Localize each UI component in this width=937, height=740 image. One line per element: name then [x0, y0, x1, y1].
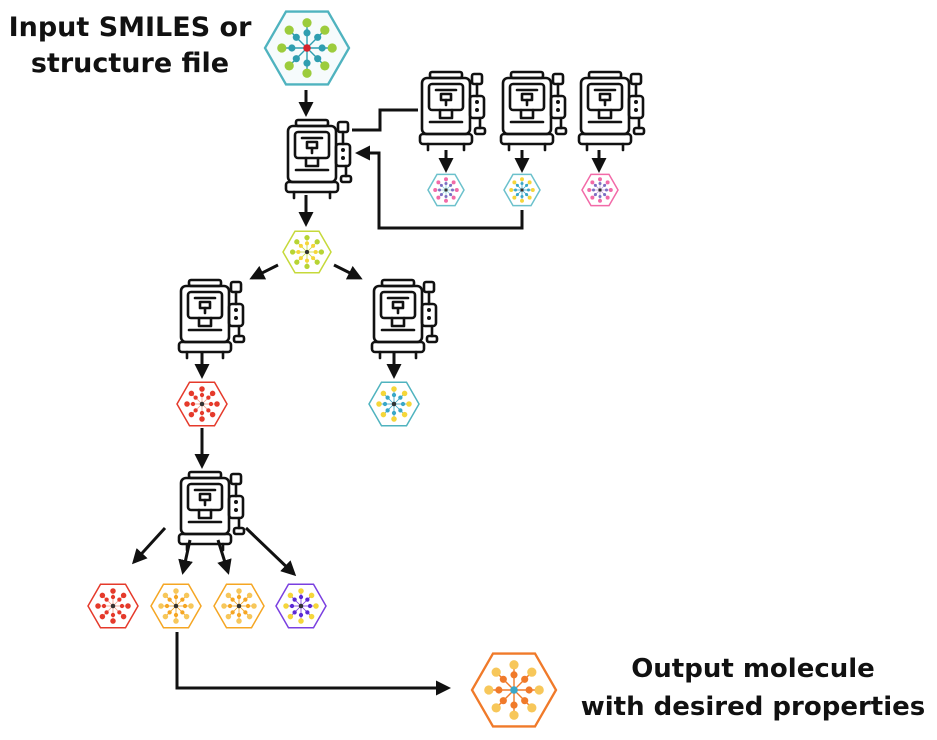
molecule-candidate-1 [87, 583, 139, 629]
arrow-bottom-to-out3 [216, 539, 232, 575]
molecule-candidate-4 [275, 583, 327, 629]
molecule-branch-2 [503, 173, 541, 207]
molecule-candidate-2 [150, 583, 202, 629]
arrow-to-output [175, 632, 451, 696]
machine-branch-1 [418, 70, 487, 152]
molecule-branch-3 [581, 173, 619, 207]
machine-left [177, 278, 246, 360]
line-main-to-branches [352, 108, 418, 132]
machines [177, 70, 646, 552]
input-label: Input SMILES or structure file [0, 10, 260, 82]
machine-bottom [177, 470, 246, 552]
connectors [131, 90, 607, 696]
molecule-right-product [368, 381, 420, 427]
output-label-line1: Output molecule [631, 654, 875, 684]
molecule-candidate-3 [213, 583, 265, 629]
arrow-bottom-to-out4 [244, 526, 297, 577]
output-label-line2: with desired properties [580, 692, 926, 722]
molecule-intermediate [282, 230, 332, 274]
molecules [87, 10, 619, 728]
arrow-green-to-left [249, 263, 279, 280]
molecule-branch-1 [427, 173, 465, 207]
machine-branch-2 [499, 70, 568, 152]
arrow-bottom-to-out2 [178, 539, 193, 575]
molecule-left-product [176, 381, 228, 427]
machine-main [284, 118, 353, 200]
input-label-line2: structure file [30, 48, 230, 79]
machine-right [370, 278, 439, 360]
arrow-feedback-to-main [355, 145, 524, 230]
machine-branch-3 [577, 70, 646, 152]
output-label: Output molecule with desired properties [578, 650, 928, 726]
arrow-bottom-to-out1 [131, 526, 167, 565]
input-label-line1: Input SMILES or [8, 12, 252, 43]
arrow-green-to-right [333, 263, 363, 280]
molecule-input [263, 10, 351, 86]
molecule-output [470, 652, 558, 728]
